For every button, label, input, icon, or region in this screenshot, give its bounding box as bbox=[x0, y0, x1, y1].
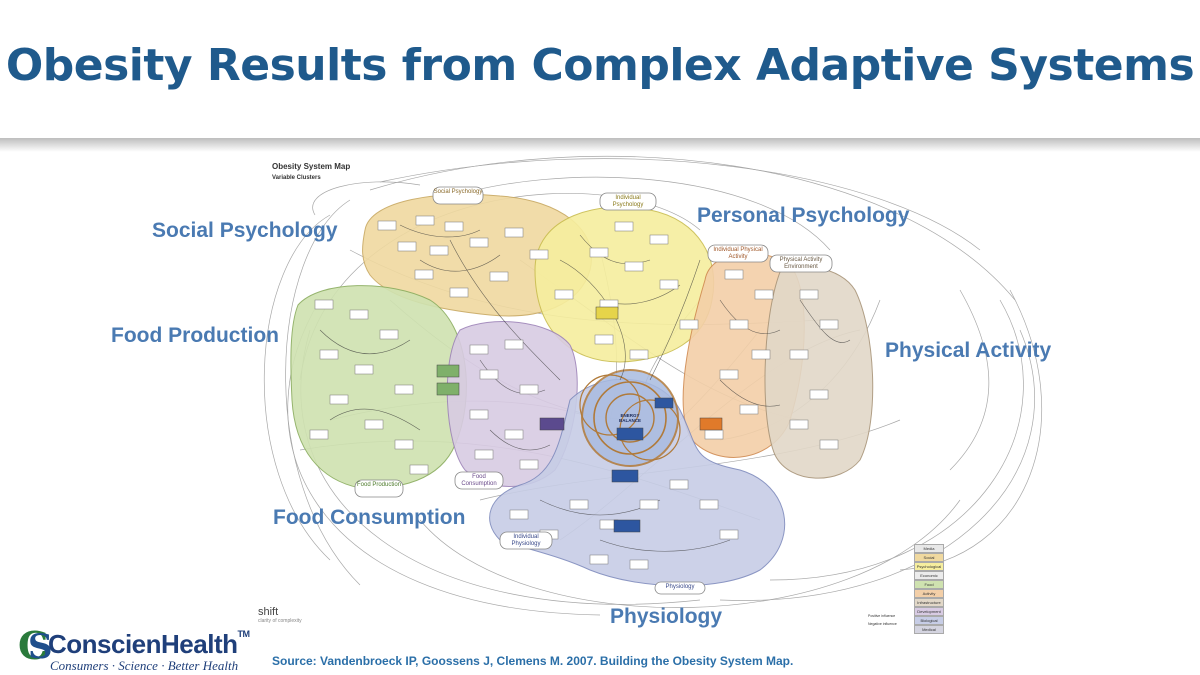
legend-item: Social bbox=[914, 553, 944, 562]
map-title: Obesity System Map bbox=[272, 162, 351, 171]
logo-mark-c: C bbox=[18, 623, 49, 668]
tag-individual-physiology: Individual Physiology bbox=[511, 534, 541, 547]
highlight-nodes bbox=[436, 306, 723, 533]
tag-food-consumption: Food Consumption bbox=[461, 474, 497, 487]
title-divider bbox=[0, 138, 1200, 152]
blob-food-production bbox=[290, 285, 467, 489]
logo-tagline: Consumers · Science · Better Health bbox=[50, 658, 239, 673]
tag-physical-activity-environment: Physical Activity Environment bbox=[779, 257, 823, 270]
legend-item: Food bbox=[914, 580, 944, 589]
source-citation: Source: Vandenbroeck IP, Goossens J, Cle… bbox=[272, 654, 794, 668]
map-subtitle: Variable Clusters bbox=[272, 175, 321, 181]
tag-individual-psychology: Individual Psychology bbox=[612, 195, 644, 208]
tag-physiology: Physiology bbox=[665, 584, 695, 590]
label-food-consumption: Food Consumption bbox=[273, 506, 466, 529]
map-legend: Media Social Psychological Economic Food… bbox=[868, 544, 944, 636]
label-physiology: Physiology bbox=[610, 605, 723, 628]
center-label: ENERGY BALANCE bbox=[619, 413, 641, 423]
map-header: Obesity System Map Variable Clusters bbox=[272, 162, 350, 181]
shift-logo-text: shift bbox=[258, 606, 279, 618]
shift-logo: shift clarity of complexity bbox=[258, 606, 302, 624]
label-social-psychology: Social Psychology bbox=[152, 219, 338, 242]
node-boxes bbox=[309, 215, 839, 570]
tag-individual-physical-activity: Individual Physical Activity bbox=[713, 247, 763, 260]
logo-name: ConscienHealthTM bbox=[48, 629, 250, 660]
tag-food-production: Food Production bbox=[356, 482, 402, 488]
legend-item: Medical bbox=[914, 625, 944, 634]
label-personal-psychology: Personal Psychology bbox=[697, 204, 910, 227]
legend-item: Psychological bbox=[914, 562, 944, 571]
logo-mark-s: S bbox=[28, 627, 53, 667]
conscienhealth-logo: C S ConscienHealthTM Consumers · Science… bbox=[18, 623, 258, 674]
label-food-production: Food Production bbox=[111, 324, 279, 347]
legend-item: Infrastructure bbox=[914, 598, 944, 607]
tag-social-psychology: Social Psychology bbox=[433, 189, 483, 195]
cluster-tags bbox=[354, 186, 833, 595]
blob-physiology bbox=[489, 378, 786, 587]
blob-physical-activity-environment bbox=[764, 266, 874, 479]
label-physical-activity: Physical Activity bbox=[885, 339, 1052, 362]
legend-item: Biological bbox=[914, 616, 944, 625]
legend-item: Media bbox=[914, 544, 944, 553]
legend-item: Development bbox=[914, 607, 944, 616]
shift-tagline: clarity of complexity bbox=[258, 618, 302, 624]
energy-balance-core bbox=[579, 369, 681, 467]
legend-item: Economic bbox=[914, 571, 944, 580]
logo-trademark: TM bbox=[237, 629, 251, 639]
logo-name-text: ConscienHealth bbox=[48, 629, 238, 659]
slide-title: Obesity Results from Complex Adaptive Sy… bbox=[5, 40, 1195, 91]
legend-positive: Positive influence bbox=[868, 614, 896, 618]
legend-negative: Negative influence bbox=[868, 622, 897, 626]
legend-item: Activity bbox=[914, 589, 944, 598]
